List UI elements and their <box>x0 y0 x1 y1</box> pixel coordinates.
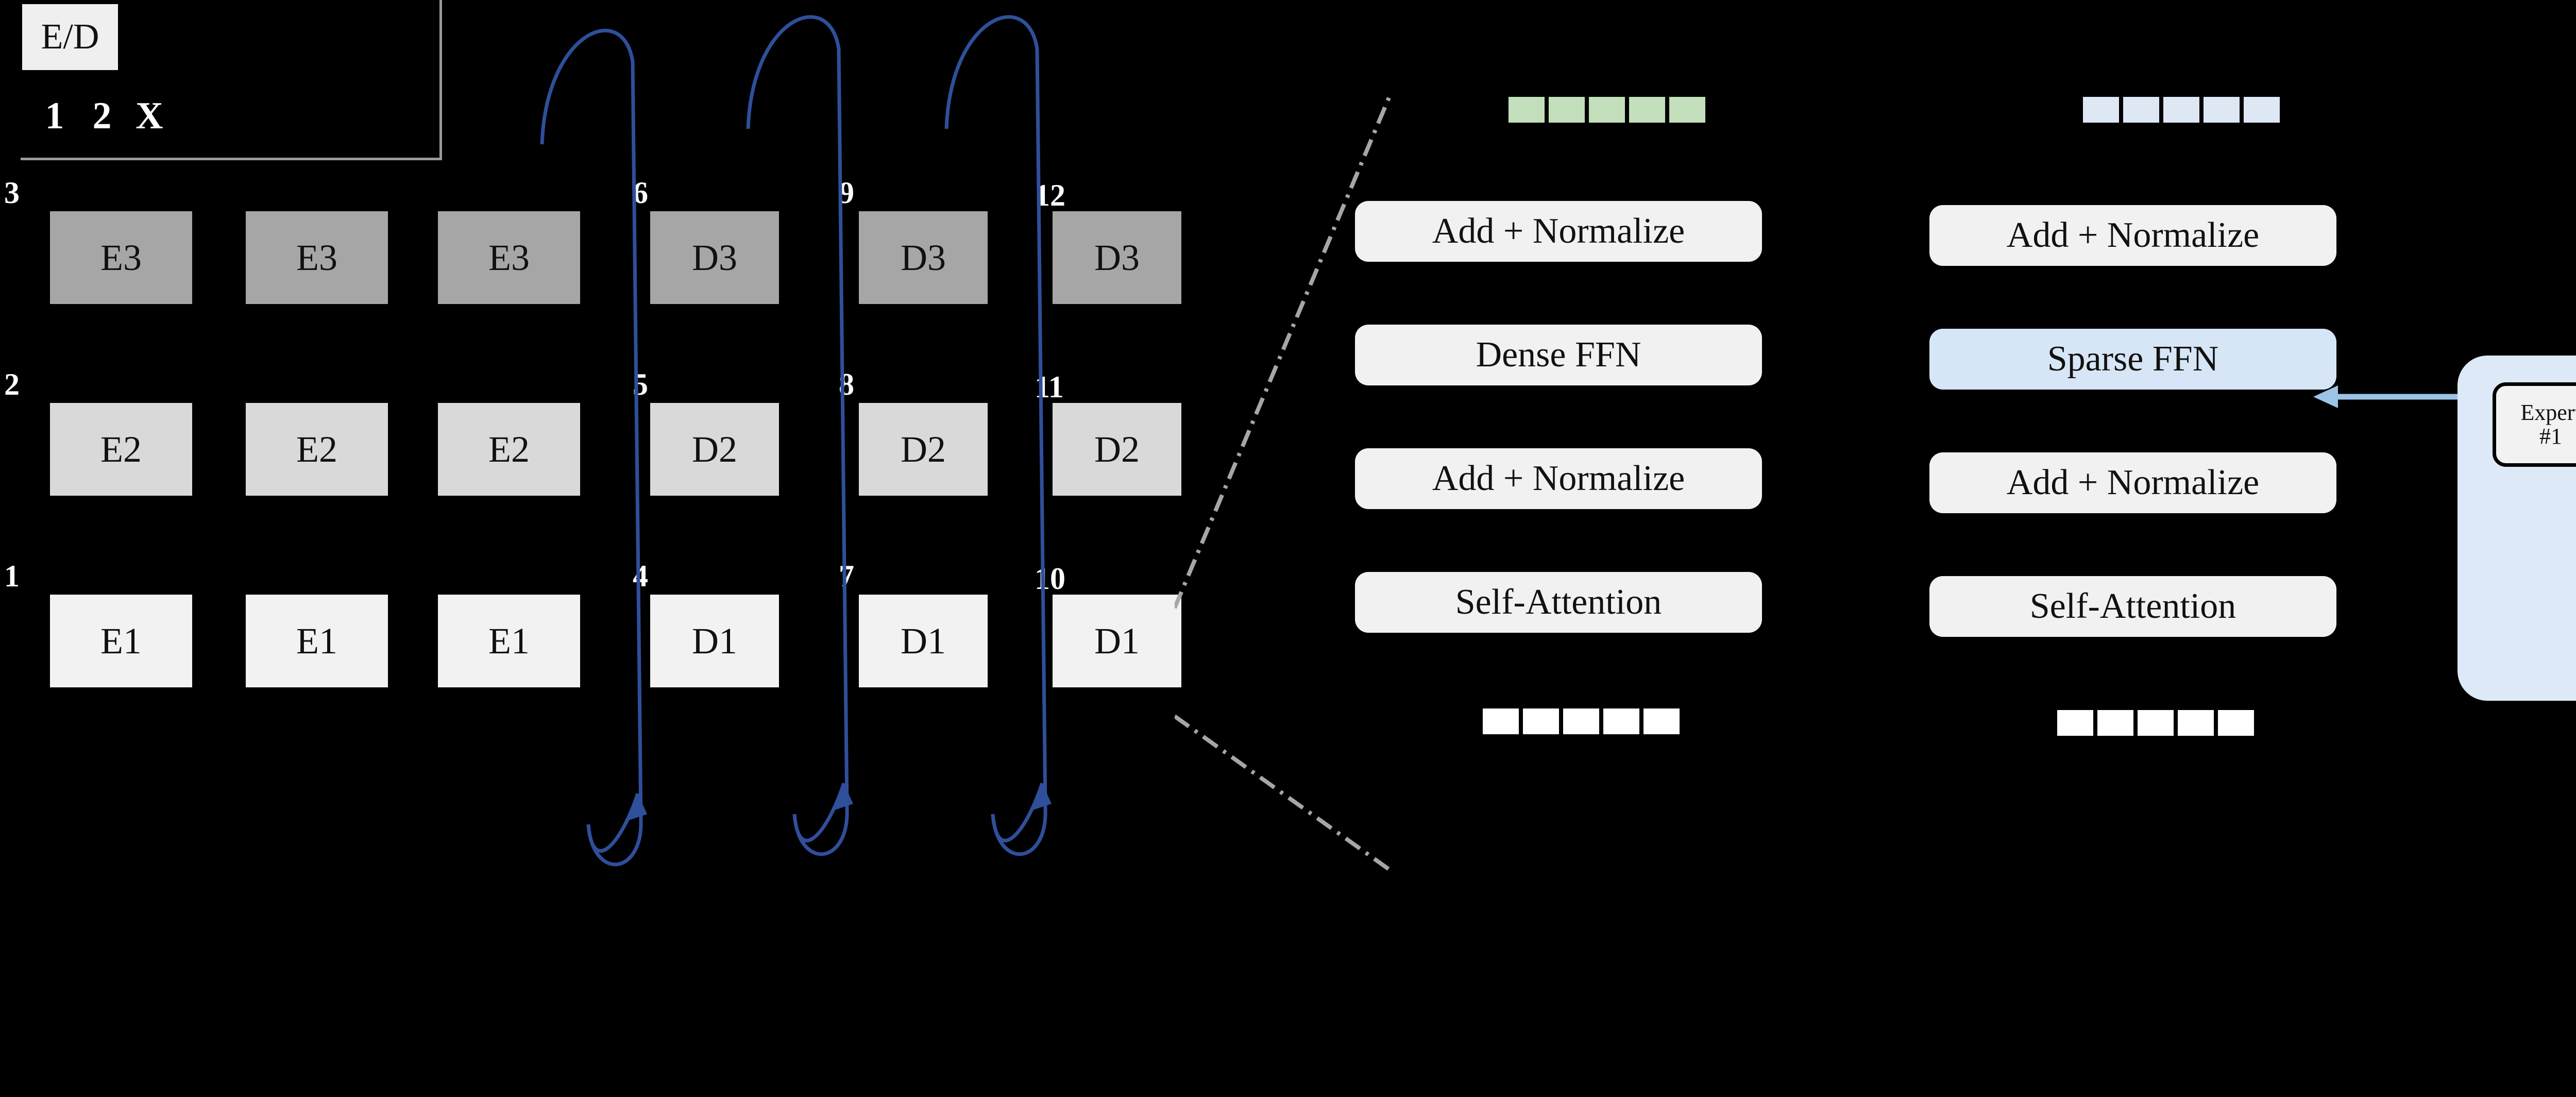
decoder-block-d3-c1[interactable]: D3 <box>650 211 779 304</box>
step-number-2: 2 <box>4 367 20 401</box>
decoder-block-d3-c2[interactable]: D3 <box>859 211 988 304</box>
encoder-block-e1-c3[interactable]: E1 <box>438 595 580 687</box>
dense-input-token <box>1603 708 1639 734</box>
expert-card-1-title: Expert <box>2520 399 2576 425</box>
decoder-block-d2-c2[interactable]: D2 <box>859 403 988 496</box>
step-number-11: 11 <box>1035 370 1064 404</box>
dense-input-token <box>1563 708 1599 734</box>
dense-input-token-row <box>1483 708 1680 734</box>
step-number-10: 10 <box>1035 562 1065 596</box>
legend-frame <box>21 0 442 160</box>
encoder-block-e2-c1[interactable]: E2 <box>50 403 192 496</box>
step-number-8: 8 <box>839 367 854 401</box>
sparse-output-token <box>2244 97 2280 123</box>
ed-chip-label: E/D <box>41 17 99 57</box>
dense-layer-add-normalize-top[interactable]: Add + Normalize <box>1355 201 1762 262</box>
encoder-block-e3-c2[interactable]: E3 <box>246 211 388 304</box>
axis-tick-2: 2 <box>92 94 112 137</box>
sparse-input-token <box>2138 710 2174 736</box>
sparse-output-token <box>2123 97 2159 123</box>
decoder-block-d1-c1[interactable]: D1 <box>650 595 779 687</box>
sparse-transformer-stack: Add + Normalize Sparse FFN Add + Normali… <box>1929 77 2393 850</box>
dense-layer-add-normalize-bottom[interactable]: Add + Normalize <box>1355 448 1762 509</box>
decoder-block-d1-c2[interactable]: D1 <box>859 595 988 687</box>
sparse-layer-self-attention[interactable]: Self-Attention <box>1929 576 2336 637</box>
sparse-output-token <box>2083 97 2119 123</box>
axis-tick-1: 1 <box>45 94 64 137</box>
encoder-block-e2-c3[interactable]: E2 <box>438 403 580 496</box>
dense-output-token <box>1549 97 1585 123</box>
expert-card-1[interactable]: Expert #1 <box>2493 382 2576 467</box>
dense-transformer-stack: Add + Normalize Dense FFN Add + Normaliz… <box>1355 77 1819 850</box>
dense-layer-dense-ffn[interactable]: Dense FFN <box>1355 325 1762 385</box>
sparse-input-token <box>2218 710 2254 736</box>
dense-output-token <box>1629 97 1665 123</box>
encoder-block-e1-c2[interactable]: E1 <box>246 595 388 687</box>
step-number-5: 5 <box>633 367 648 401</box>
expert-card-1-index: #1 <box>2539 424 2562 449</box>
step-number-1: 1 <box>4 559 20 593</box>
dense-output-token <box>1509 97 1545 123</box>
step-number-6: 6 <box>633 176 648 210</box>
dense-input-token <box>1523 708 1559 734</box>
axis-tick-row: 1 2 X <box>31 88 422 144</box>
sparse-output-token-row <box>2083 97 2280 123</box>
step-number-9: 9 <box>839 176 854 210</box>
axis-tick-x: X <box>135 94 163 137</box>
sparse-output-token <box>2204 97 2240 123</box>
decoder-block-d2-c3[interactable]: D2 <box>1053 403 1181 496</box>
sparse-layer-sparse-ffn[interactable]: Sparse FFN <box>1929 329 2336 390</box>
sparse-input-token-row <box>2057 710 2254 736</box>
step-number-12: 12 <box>1035 178 1065 212</box>
dense-output-token <box>1589 97 1625 123</box>
step-number-7: 7 <box>839 559 854 593</box>
encoder-block-e3-c3[interactable]: E3 <box>438 211 580 304</box>
encoder-block-e2-c2[interactable]: E2 <box>246 403 388 496</box>
sparse-output-token <box>2163 97 2199 123</box>
encoder-decoder-legend-chip: E/D <box>22 4 118 70</box>
dense-output-token <box>1669 97 1705 123</box>
dense-input-token <box>1483 708 1519 734</box>
sparse-layer-add-normalize-bottom[interactable]: Add + Normalize <box>1929 452 2336 513</box>
dense-input-token <box>1643 708 1680 734</box>
dense-layer-self-attention[interactable]: Self-Attention <box>1355 572 1762 633</box>
dense-output-token-row <box>1509 97 1705 123</box>
decoder-block-d2-c1[interactable]: D2 <box>650 403 779 496</box>
sparse-layer-add-normalize-top[interactable]: Add + Normalize <box>1929 205 2336 266</box>
sparse-input-token <box>2057 710 2093 736</box>
encoder-block-e1-c1[interactable]: E1 <box>50 595 192 687</box>
step-number-3: 3 <box>4 176 20 210</box>
sparse-input-token <box>2097 710 2133 736</box>
encoder-block-e3-c1[interactable]: E3 <box>50 211 192 304</box>
decoder-block-d3-c3[interactable]: D3 <box>1053 211 1181 304</box>
decoder-block-d1-c3[interactable]: D1 <box>1053 595 1181 687</box>
sparse-input-token <box>2178 710 2214 736</box>
step-number-4: 4 <box>633 559 648 593</box>
